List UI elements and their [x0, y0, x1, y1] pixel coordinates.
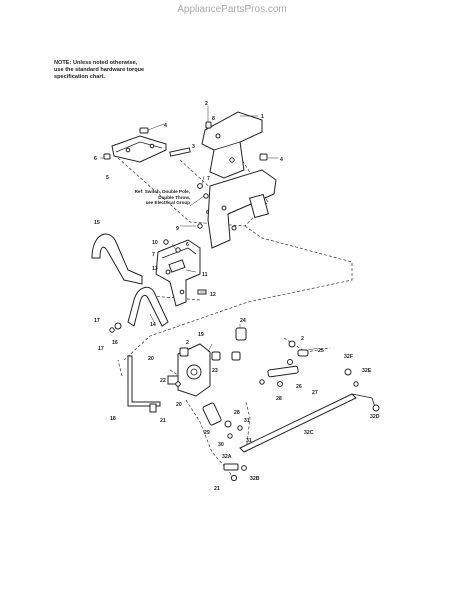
ref-note-line: Ref: Switch, Double Pole, [134, 189, 190, 194]
control-rod-bend [351, 393, 377, 411]
hardware [103, 121, 380, 482]
callout-c24: 24 [240, 318, 246, 324]
callout-c2a: 2 [205, 101, 208, 107]
note-line: NOTE: Unless noted otherwise, [54, 60, 138, 66]
callout-c1: 1 [261, 114, 264, 120]
callout-c4a: 4 [164, 123, 167, 129]
callout-c14: 14 [150, 322, 156, 328]
left-bracket [111, 135, 167, 163]
callout-c19: 19 [198, 332, 204, 338]
pin [169, 147, 191, 157]
watermark: AppliancePartsPros.com [177, 4, 287, 15]
callout-c13: 13 [152, 266, 158, 272]
callout-c22: 22 [160, 378, 166, 384]
callout-c32c: 32C [304, 430, 314, 436]
callout-c6c: 6 [186, 242, 189, 248]
ref-note-line: Double Throw, [158, 194, 190, 200]
callout-c7a: 7 [207, 176, 210, 182]
callout-c29: 29 [204, 430, 210, 436]
callout-labels: 1 2 2 2 3 4 4 5 6 6 6 7 7 8 9 10 11 12 1… [94, 101, 380, 492]
callout-c2c: 2 [301, 336, 304, 342]
callout-c20b: 20 [176, 402, 182, 408]
pivot-sleeve [202, 402, 222, 426]
callout-c30: 30 [218, 442, 224, 448]
callout-c12: 12 [210, 292, 216, 298]
callout-c23: 23 [212, 368, 218, 374]
control-rod [239, 393, 357, 453]
callout-c10: 10 [152, 240, 158, 246]
callout-c32b: 32B [250, 476, 260, 482]
callout-c32d: 32D [370, 414, 380, 420]
callout-c4b: 4 [280, 157, 283, 163]
spacer-tube [267, 365, 299, 378]
note-line: use the standard hardware torque [54, 67, 145, 73]
lever-rod [127, 355, 161, 407]
switch-plate [207, 169, 277, 249]
callout-c8: 8 [212, 116, 215, 122]
callout-c21a: 21 [160, 418, 166, 424]
callout-c25: 25 [318, 348, 324, 354]
callout-c20a: 20 [148, 356, 154, 362]
callout-c27: 27 [312, 390, 318, 396]
note-line: specification chart. [54, 74, 105, 80]
torque-note: NOTE: Unless noted otherwise, use the st… [54, 60, 184, 81]
callout-c31a: 31 [244, 418, 250, 424]
callout-c11: 11 [202, 272, 208, 278]
lower-bracket [155, 239, 201, 307]
center-housing [167, 343, 211, 397]
callout-c17b: 17 [98, 346, 104, 352]
callout-c7b: 7 [152, 252, 155, 258]
callout-c18: 18 [110, 416, 116, 422]
callout-c26: 26 [296, 384, 302, 390]
callout-c6b: 6 [206, 210, 209, 216]
callout-c16: 16 [112, 340, 118, 346]
callout-c28b: 28 [234, 410, 240, 416]
callout-c31b: 31 [246, 438, 252, 444]
callout-c15: 15 [94, 220, 100, 226]
bushing [235, 327, 247, 341]
callout-c9: 9 [176, 226, 179, 232]
clevis [223, 463, 239, 471]
callout-c2b: 2 [186, 340, 189, 346]
callout-c21b: 21 [214, 486, 220, 492]
hose-upper [91, 233, 143, 285]
callout-c32e: 32E [362, 368, 372, 374]
tube [127, 286, 169, 327]
upper-bracket [201, 111, 263, 179]
callout-c32a: 32A [222, 454, 232, 460]
callout-leaders [100, 106, 319, 353]
callout-c32f: 32F [344, 354, 353, 360]
callout-c3: 3 [192, 144, 195, 150]
callout-c5: 5 [106, 175, 109, 181]
callout-c28a: 28 [276, 396, 282, 402]
callout-c6a: 6 [94, 156, 97, 162]
callout-c17a: 17 [94, 318, 100, 324]
